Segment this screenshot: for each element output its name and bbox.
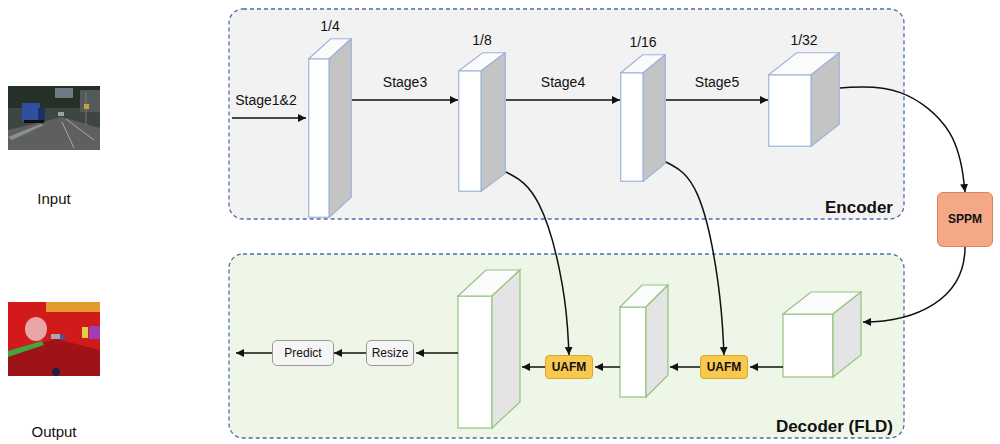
flow-arrow bbox=[666, 162, 724, 355]
decoder-feature-map-part bbox=[783, 314, 833, 377]
flow-arrow bbox=[236, 247, 965, 367]
decoder-feature-map-part bbox=[646, 285, 668, 397]
flow-arrow-part bbox=[416, 352, 458, 354]
output-segmentation-part bbox=[25, 317, 47, 341]
flow-arrow-part bbox=[750, 366, 783, 368]
resize-box: Resize bbox=[366, 340, 414, 366]
module-label: UAFM bbox=[707, 360, 742, 375]
uafm-module: UAFM bbox=[545, 355, 593, 379]
flow-arrow-part bbox=[236, 352, 272, 354]
sppm-module: SPPM bbox=[937, 192, 993, 247]
decoder-feature-map-part bbox=[492, 270, 520, 428]
scale-label: 1/4 bbox=[320, 18, 339, 34]
input-image-part bbox=[22, 103, 40, 122]
module-label: UAFM bbox=[552, 360, 587, 375]
panel-outline bbox=[229, 254, 904, 438]
flow-arrow-part bbox=[863, 247, 965, 322]
feature-map-block: 1/4 bbox=[308, 38, 352, 218]
input-image bbox=[8, 86, 100, 150]
feature-map-shape bbox=[768, 52, 840, 147]
flow-arrow bbox=[352, 99, 458, 101]
stage-label-holder: Stage5 bbox=[657, 72, 777, 92]
stage-label: Stage4 bbox=[541, 73, 585, 91]
stage-label-holder: Stage3 bbox=[345, 72, 465, 92]
encoder-panel: Encoder 1/4 1/8 1/16 1/32 bbox=[228, 8, 905, 220]
module-label: Predict bbox=[284, 346, 321, 361]
output-segmentation-part bbox=[82, 327, 88, 338]
input-image-part bbox=[24, 120, 44, 123]
image-caption: Output bbox=[31, 423, 76, 441]
stage-arrow bbox=[232, 117, 306, 119]
feature-map-shape bbox=[620, 54, 666, 182]
feature-map-block: 1/32 bbox=[768, 52, 840, 147]
input-image-part bbox=[66, 119, 94, 140]
flow-arrow bbox=[334, 352, 366, 354]
stage-label-holder: Stage1&2 bbox=[206, 90, 326, 110]
flow-arrow-part bbox=[522, 366, 545, 368]
feature-map-shape bbox=[308, 38, 352, 218]
output-segmentation-part bbox=[8, 341, 44, 357]
front-face bbox=[309, 59, 330, 218]
decoder-feature-map-part bbox=[458, 296, 492, 428]
input-image-part bbox=[62, 122, 74, 148]
side-face bbox=[811, 53, 839, 147]
predict-box: Predict bbox=[272, 340, 334, 366]
output-segmentation-part bbox=[89, 326, 100, 339]
output-segmentation-part bbox=[52, 368, 60, 376]
output-segmentation bbox=[8, 302, 100, 376]
input-image-part bbox=[80, 90, 100, 112]
scale-label: 1/16 bbox=[629, 34, 656, 50]
module-label: SPPM bbox=[948, 212, 982, 227]
image-caption-holder: Output bbox=[0, 422, 114, 442]
flow-arrow bbox=[506, 99, 620, 101]
side-face bbox=[329, 39, 351, 218]
scale-label: 1/8 bbox=[472, 32, 491, 48]
decoder-feature-map-part bbox=[620, 307, 646, 397]
front-face bbox=[459, 71, 482, 192]
feature-map-shape bbox=[458, 52, 506, 192]
output-segmentation-part bbox=[51, 334, 60, 339]
flow-arrow bbox=[506, 172, 569, 355]
panel-title: Decoder (FLD) bbox=[776, 417, 893, 437]
flow-arrow-part bbox=[595, 366, 620, 368]
output-segmentation-part bbox=[8, 339, 100, 376]
input-image-part bbox=[8, 86, 100, 150]
stage-label: Stage3 bbox=[383, 73, 427, 91]
input-image-part bbox=[55, 88, 73, 98]
scale-label: 1/32 bbox=[790, 32, 817, 48]
flow-arrow-part bbox=[670, 366, 700, 368]
output-segmentation-part bbox=[8, 302, 100, 376]
feature-map-block: 1/8 bbox=[458, 52, 506, 192]
image-caption-holder: Input bbox=[0, 189, 114, 209]
uafm-module: UAFM bbox=[700, 355, 748, 379]
front-face bbox=[769, 75, 812, 147]
output-segmentation-part bbox=[46, 302, 100, 312]
stage-label-holder: Stage4 bbox=[503, 72, 623, 92]
panel-title: Encoder bbox=[825, 198, 893, 218]
flow-arrow bbox=[666, 99, 768, 101]
front-face bbox=[621, 73, 644, 182]
input-image-part bbox=[84, 104, 89, 109]
decoder-feature-map-part bbox=[833, 292, 861, 377]
stage-label: Stage5 bbox=[695, 73, 739, 91]
input-image-part bbox=[58, 112, 64, 116]
image-caption: Input bbox=[37, 190, 70, 208]
module-label: Resize bbox=[372, 346, 409, 361]
side-face bbox=[481, 53, 505, 192]
decoder-feature-map bbox=[458, 270, 861, 428]
output-segmentation-part bbox=[60, 335, 65, 339]
flow-arrow bbox=[840, 87, 965, 192]
panel-outline bbox=[229, 9, 904, 219]
input-image-part bbox=[8, 124, 44, 140]
input-image-part bbox=[38, 108, 45, 122]
stage-label: Stage1&2 bbox=[235, 91, 297, 109]
feature-map-block: 1/16 bbox=[620, 54, 666, 182]
side-face bbox=[643, 55, 665, 182]
